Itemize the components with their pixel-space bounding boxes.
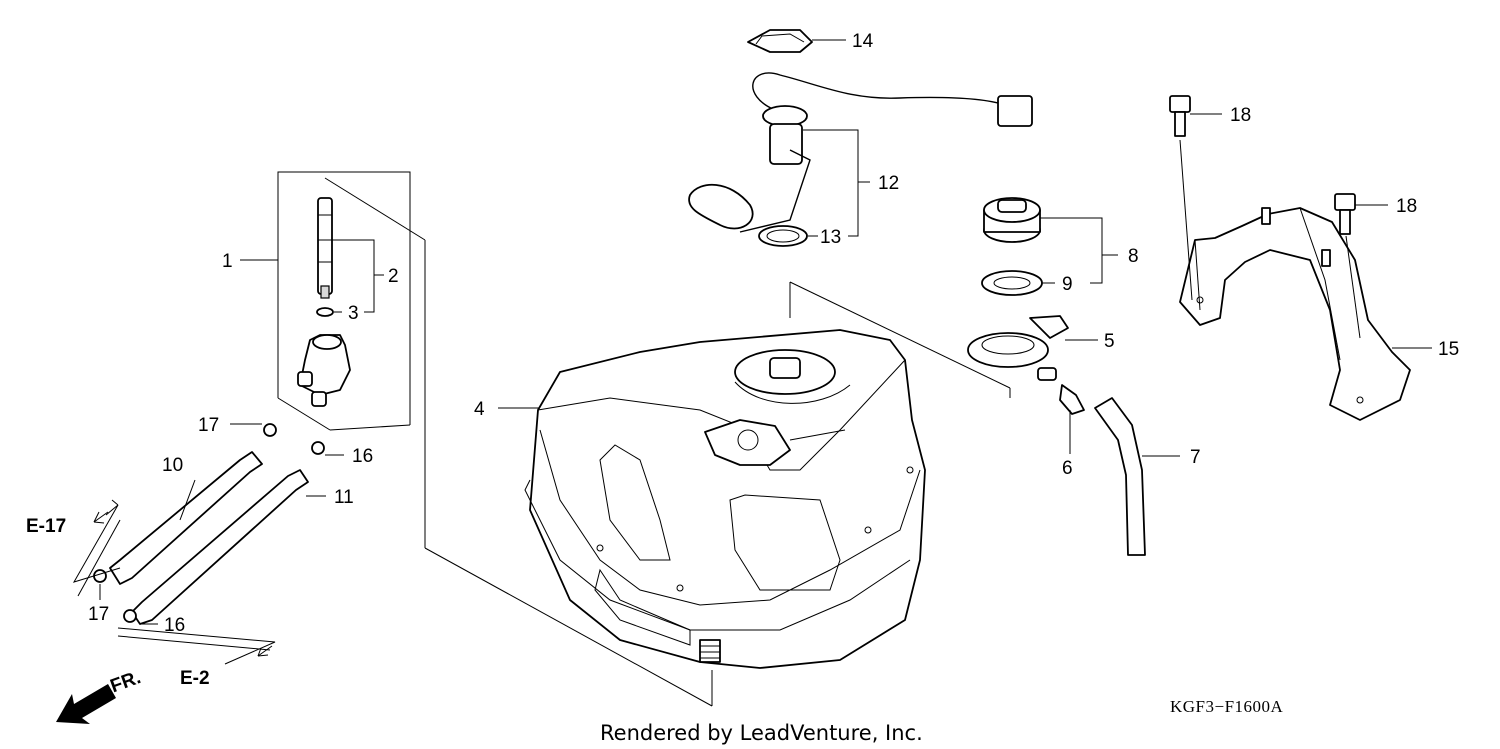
leader-lines xyxy=(99,39,1432,625)
callout-1: 1 xyxy=(222,251,233,272)
callout-5: 5 xyxy=(1104,331,1115,352)
diagram-code: KGF3−F1600A xyxy=(1170,697,1284,716)
filler-components xyxy=(967,197,1146,556)
callout-9: 9 xyxy=(1062,274,1073,295)
credit-text: Rendered by LeadVenture, Inc. xyxy=(600,721,923,745)
callout-7: 7 xyxy=(1190,447,1201,468)
callout-8: 8 xyxy=(1128,246,1139,267)
callout-10: 10 xyxy=(162,455,183,476)
callout-labels: 1 2 3 4 5 6 7 8 9 10 11 12 13 14 15 16 1… xyxy=(88,31,1459,636)
fuel-cock-assembly xyxy=(277,171,411,431)
callout-18-lower: 18 xyxy=(1396,196,1417,217)
callout-17-lower: 17 xyxy=(88,604,109,625)
callout-16-lower: 16 xyxy=(164,615,185,636)
callout-12: 12 xyxy=(878,173,899,194)
fuel-unit xyxy=(688,29,1033,247)
callout-15: 15 xyxy=(1438,339,1459,360)
callout-17-upper: 17 xyxy=(198,415,219,436)
callout-18-upper: 18 xyxy=(1230,105,1251,126)
front-arrow-label: FR. xyxy=(108,667,144,697)
callout-13: 13 xyxy=(820,227,841,248)
tank-stay xyxy=(1169,95,1411,421)
callout-2: 2 xyxy=(388,266,399,287)
tank-bracket-lines xyxy=(324,177,1011,707)
callout-14: 14 xyxy=(852,31,874,52)
callout-3: 3 xyxy=(348,303,359,324)
fuel-tank xyxy=(524,329,926,669)
reference-e2[interactable]: E-2 xyxy=(180,668,210,689)
callout-11: 11 xyxy=(334,487,354,508)
callout-16-upper: 16 xyxy=(352,446,373,467)
callout-4: 4 xyxy=(474,399,485,420)
reference-e17[interactable]: E-17 xyxy=(26,516,66,537)
front-arrow-icon xyxy=(56,684,116,724)
callout-6: 6 xyxy=(1062,458,1073,479)
fuel-hoses xyxy=(93,423,325,625)
reference-arrows xyxy=(72,499,276,665)
